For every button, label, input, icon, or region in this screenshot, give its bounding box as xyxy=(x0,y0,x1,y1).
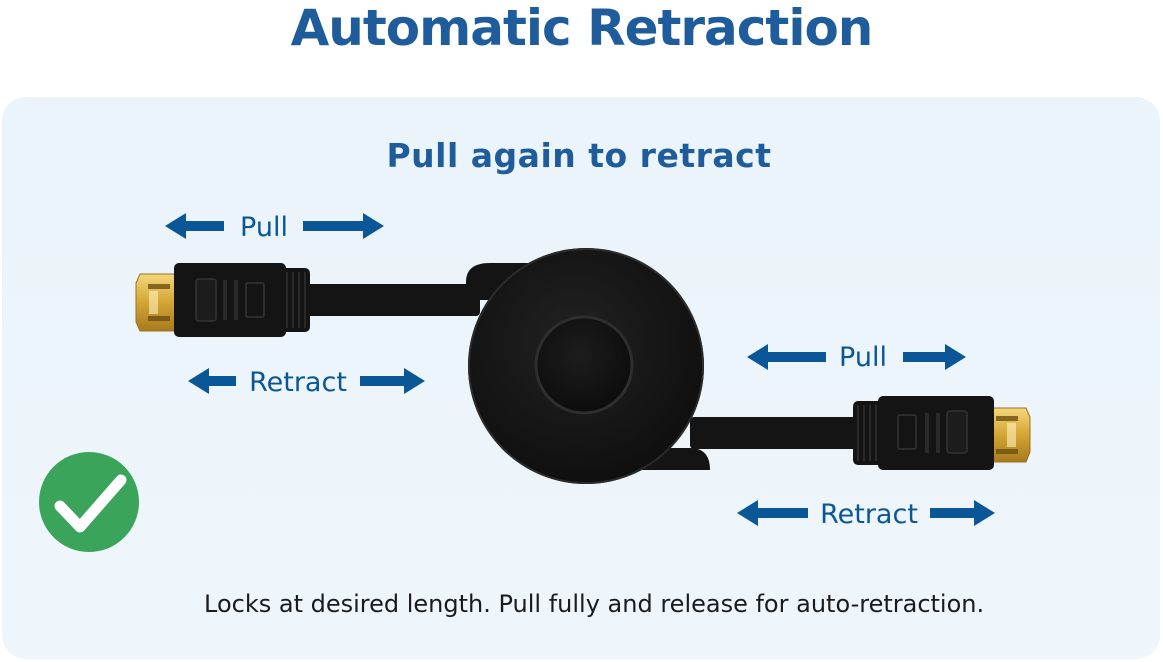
arrow-left-icon xyxy=(165,213,224,239)
arrow-left-icon xyxy=(747,344,826,370)
page-title: Automatic Retraction xyxy=(290,0,874,57)
left-pull-label: Pull xyxy=(240,212,288,243)
right-flat-cable xyxy=(690,417,860,449)
right-pull-arrow: Pull xyxy=(747,342,966,373)
cable-reel xyxy=(466,248,710,484)
right-retract-label: Retract xyxy=(820,499,918,530)
left-flat-cable xyxy=(305,284,480,316)
arrow-right-icon xyxy=(303,213,384,239)
left-pull-arrow: Pull xyxy=(165,212,384,243)
arrow-right-icon xyxy=(360,368,425,394)
arrow-left-icon xyxy=(188,368,236,394)
right-hdmi-connector xyxy=(853,396,1031,470)
subtitle: Pull again to retract xyxy=(386,136,772,175)
arrow-left-icon xyxy=(737,500,808,526)
left-hdmi-connector xyxy=(135,263,310,337)
left-retract-label: Retract xyxy=(249,367,347,398)
footer-caption: Locks at desired length. Pull fully and … xyxy=(204,590,985,618)
right-pull-label: Pull xyxy=(839,342,887,373)
left-retract-arrow: Retract xyxy=(188,367,425,398)
arrow-right-icon xyxy=(930,500,995,526)
arrow-right-icon xyxy=(903,344,966,370)
right-retract-arrow: Retract xyxy=(737,499,995,530)
reel-hub xyxy=(534,315,634,415)
check-circle-icon xyxy=(39,452,139,552)
